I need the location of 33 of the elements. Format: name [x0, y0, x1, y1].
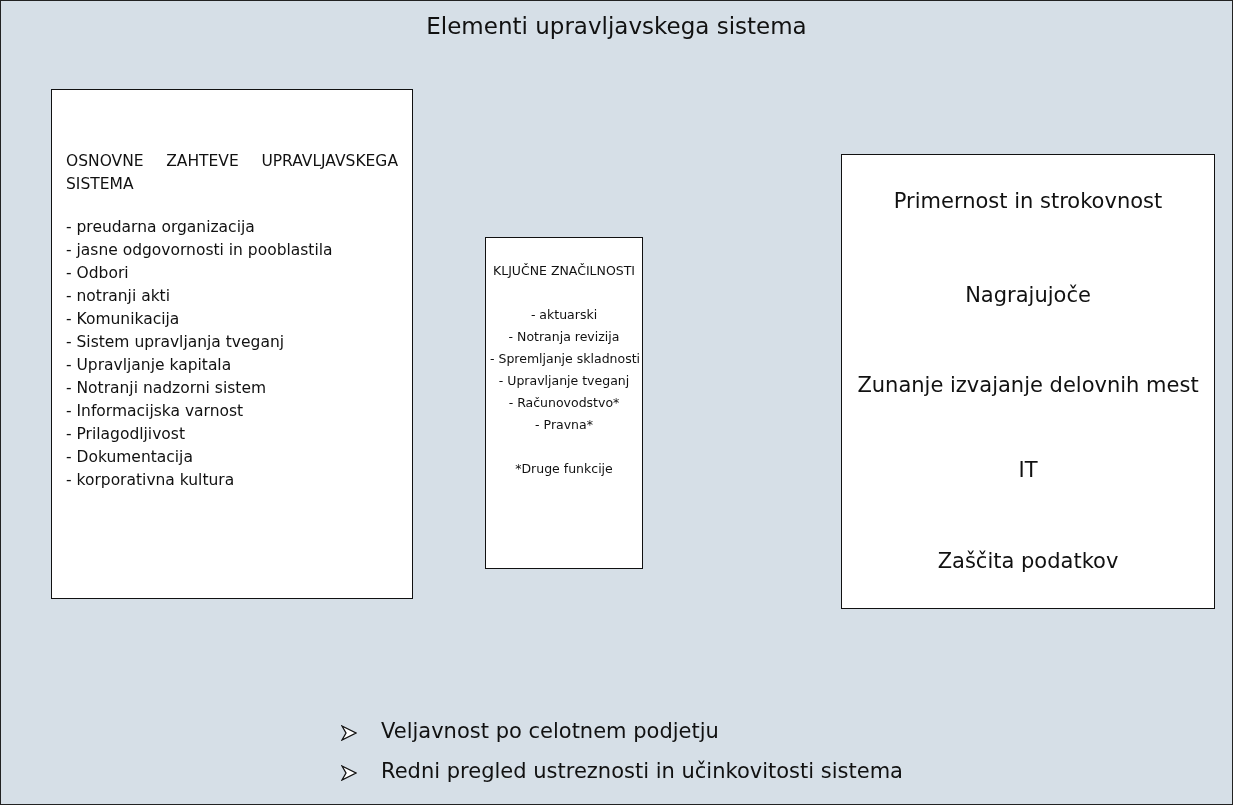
text-box — [485, 237, 643, 569]
list-item: - Notranja revizija — [508, 328, 620, 346]
list-item: - Računovodstvo* — [508, 394, 620, 412]
list-item: - aktuarski — [530, 306, 598, 324]
footnote: *Druge funkcije — [515, 460, 613, 478]
bullet-text: Veljavnost po celotnem podjetju — [381, 719, 719, 743]
list-item: - preudarna organizacija — [66, 217, 256, 238]
list-item: - Dokumentacija — [66, 447, 194, 468]
category-label: Primernost in strokovnost — [893, 189, 1163, 213]
list-item: - Prilagodljivost — [66, 424, 186, 445]
category-box — [841, 154, 1215, 248]
category-box — [841, 513, 1215, 609]
list-item: - Komunikacija — [66, 309, 181, 330]
list-item: - jasne odgovornosti in pooblastila — [66, 240, 334, 261]
box-heading: KLJUČNE ZNAČILNOSTI — [493, 262, 635, 280]
list-item: - Upravljanje tveganj — [498, 372, 630, 390]
text-box — [51, 89, 413, 599]
bullet-text: Redni pregled ustreznosti in učinkovitosti sistema — [381, 759, 903, 783]
category-label: Nagrajujoče — [965, 282, 1091, 307]
list-item: - Pravna* — [535, 416, 593, 434]
list-item: - Spremljanje skladnosti — [490, 350, 641, 368]
list-item: - Notranji nadzorni sistem — [66, 378, 268, 399]
category-label: Zaščita podatkov — [937, 548, 1119, 573]
category-label: Zunanje izvajanje delovnih mest — [857, 372, 1199, 397]
list-item: - korporativna kultura — [66, 470, 236, 491]
list-item: - Upravljanje kapitala — [66, 355, 233, 376]
list-item: - Sistem upravljanja tveganj — [66, 332, 285, 353]
category-label: IT — [1018, 458, 1038, 482]
list-item: - Informacijska varnost — [66, 401, 245, 422]
box-heading: OSNOVNE ZAHTEVE UPRAVLJAVSKEGA SISTEMA — [66, 151, 398, 195]
list-item: - Odbori — [66, 263, 130, 284]
list-item: - notranji akti — [66, 286, 171, 307]
panel-heading: Elementi upravljavskega sistema — [426, 13, 807, 39]
